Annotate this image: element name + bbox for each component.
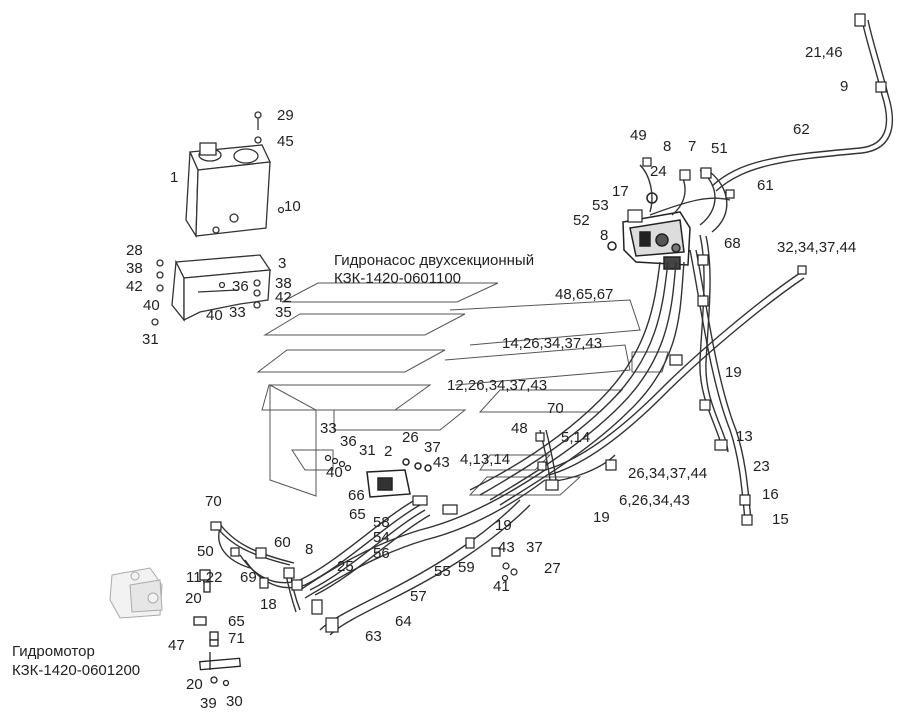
chassis-frame bbox=[256, 282, 669, 497]
callout: 14,26,34,37,43 bbox=[502, 335, 603, 352]
callout: 18 bbox=[260, 596, 277, 613]
callout: 35 bbox=[275, 304, 292, 321]
callout: 53 bbox=[592, 197, 609, 214]
callout: 4,13,14 bbox=[460, 451, 511, 468]
callout: 1 bbox=[170, 169, 179, 186]
callout: 71 bbox=[228, 630, 245, 647]
callout: 28 bbox=[126, 242, 143, 259]
hydraulic-tank bbox=[185, 111, 285, 239]
callout: 20 bbox=[186, 676, 203, 693]
callout: 70 bbox=[547, 400, 564, 417]
callout: 25 bbox=[337, 558, 354, 575]
fittings bbox=[210, 13, 887, 633]
callout: 66 bbox=[348, 487, 365, 504]
callout: 9 bbox=[840, 78, 849, 95]
two-section-pump bbox=[607, 192, 691, 270]
callout: 56 bbox=[373, 545, 390, 562]
callout: 29 bbox=[277, 107, 294, 124]
callout: 36 bbox=[232, 278, 249, 295]
callout: 31 bbox=[142, 331, 159, 348]
callout: 37 bbox=[424, 439, 441, 456]
callout: 19 bbox=[725, 364, 742, 381]
callout: 13 bbox=[736, 428, 753, 445]
callout: 27 bbox=[544, 560, 561, 577]
callout: 70 bbox=[205, 493, 222, 510]
callout: 8 bbox=[600, 227, 609, 244]
callout: 65 bbox=[228, 613, 245, 630]
callout: 15 bbox=[772, 511, 789, 528]
callout: 50 bbox=[197, 543, 214, 560]
callout: 23 bbox=[753, 458, 770, 475]
motor-title: Гидромотор bbox=[12, 643, 95, 660]
callout: 33 bbox=[229, 304, 246, 321]
callout: 7 bbox=[688, 138, 697, 155]
callout: 26 bbox=[402, 429, 419, 446]
callout: 59 bbox=[458, 559, 475, 576]
callout: 19 bbox=[593, 509, 610, 526]
hydraulic-motor bbox=[109, 567, 163, 619]
control-valve-block bbox=[366, 458, 432, 498]
callout: 10 bbox=[284, 198, 301, 215]
callout: 37 bbox=[526, 539, 543, 556]
callout: 57 bbox=[410, 588, 427, 605]
callout: 17 bbox=[612, 183, 629, 200]
callout: 6,26,34,43 bbox=[619, 492, 690, 509]
callout: 45 bbox=[277, 133, 294, 150]
callout: 48 bbox=[511, 420, 528, 437]
callout: 36 bbox=[340, 433, 357, 450]
callout: 20 bbox=[185, 590, 202, 607]
callout: 42 bbox=[126, 278, 143, 295]
callout: 54 bbox=[373, 529, 390, 546]
callout: 2 bbox=[384, 443, 393, 460]
callout: 40 bbox=[326, 464, 343, 481]
motor-fittings bbox=[193, 569, 241, 687]
callout: 48,65,67 bbox=[555, 286, 614, 303]
callout: 12,26,34,37,43 bbox=[447, 377, 548, 394]
callout: 60 bbox=[274, 534, 291, 551]
callout: 40 bbox=[206, 307, 223, 324]
callout: 55 bbox=[434, 563, 451, 580]
callout: 30 bbox=[226, 693, 243, 710]
callout: 65 bbox=[349, 506, 366, 523]
callout: 3 bbox=[278, 255, 287, 272]
callout: 26,34,37,44 bbox=[628, 465, 708, 482]
callout: 64 bbox=[395, 613, 412, 630]
callout: 58 bbox=[373, 514, 390, 531]
callout: 31 bbox=[359, 442, 376, 459]
callout: 63 bbox=[365, 628, 382, 645]
motor-code: КЗК-1420-0601200 bbox=[12, 662, 141, 679]
callout: 52 bbox=[573, 212, 590, 229]
callout: 16 bbox=[762, 486, 779, 503]
callout: 5,14 bbox=[561, 429, 591, 446]
callout: 49 bbox=[630, 127, 647, 144]
callout: 38 bbox=[126, 260, 143, 277]
callout: 61 bbox=[757, 177, 774, 194]
callout: 47 bbox=[168, 637, 185, 654]
callout: 43 bbox=[498, 539, 515, 556]
callout: 8 bbox=[305, 541, 314, 558]
callout: 51 bbox=[711, 140, 728, 157]
tank-bracket bbox=[151, 254, 272, 326]
callout: 41 bbox=[493, 578, 510, 595]
callout: 19 bbox=[495, 517, 512, 534]
hose-lines bbox=[214, 19, 894, 636]
pump-code: КЗК-1420-0601100 bbox=[334, 270, 462, 287]
callout: 21,46 bbox=[805, 44, 843, 61]
callout: 39 bbox=[200, 695, 217, 712]
pump-title: Гидронасос двухсекционный bbox=[334, 252, 535, 269]
callout: 43 bbox=[433, 454, 450, 471]
callout: 62 bbox=[793, 121, 810, 138]
callout: 32,34,37,44 bbox=[777, 239, 857, 256]
callout: 33 bbox=[320, 420, 337, 437]
callout: 40 bbox=[143, 297, 160, 314]
callout: 42 bbox=[275, 289, 292, 306]
callout: 8 bbox=[663, 138, 672, 155]
callout: 68 bbox=[724, 235, 741, 252]
callout: 11,22 bbox=[186, 569, 223, 586]
callout: 69 bbox=[240, 569, 257, 586]
callout: 24 bbox=[650, 163, 667, 180]
callout: 38 bbox=[275, 275, 292, 292]
